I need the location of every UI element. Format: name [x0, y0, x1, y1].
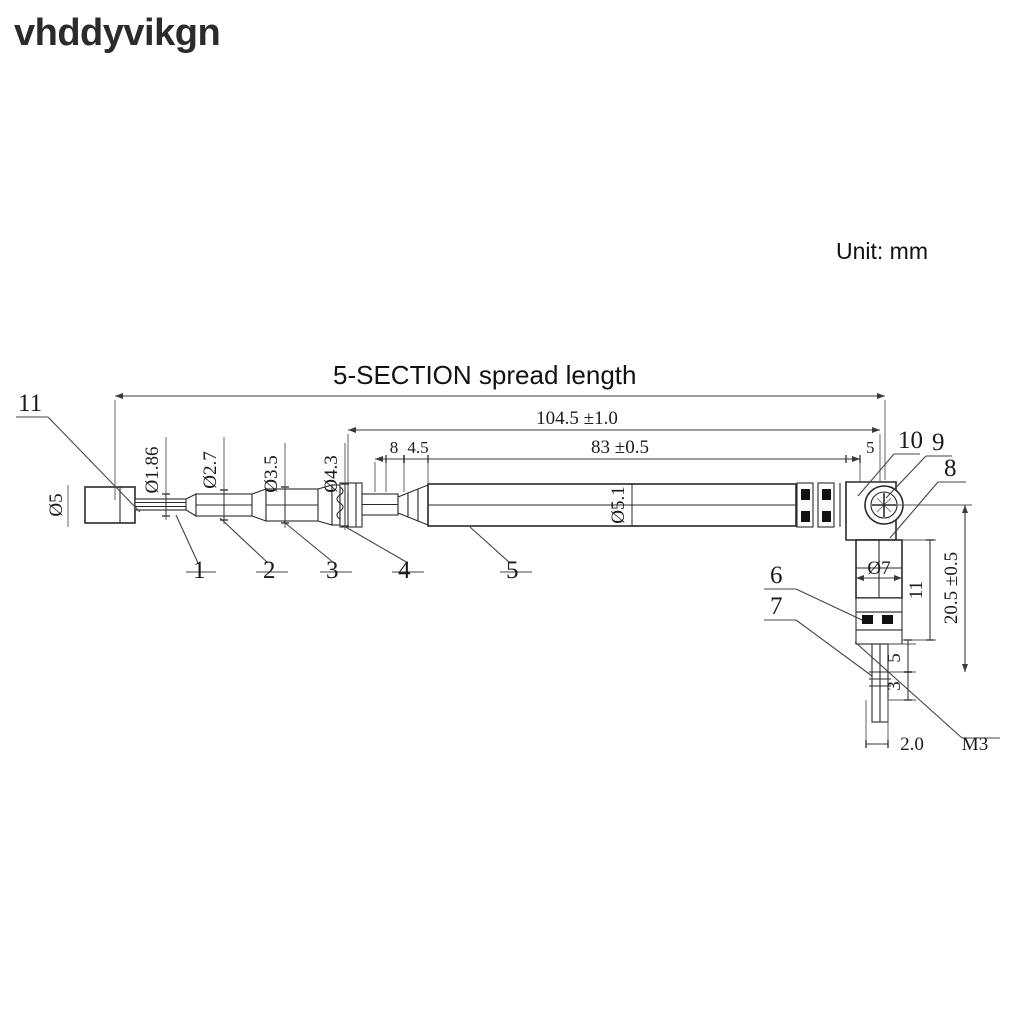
callout-6-label: 6	[770, 562, 783, 589]
dim-5-vertical-label: 5	[884, 653, 905, 663]
cone-step-2	[407, 488, 419, 522]
note-m3: M3	[854, 641, 1000, 755]
watermark-text: vhddyvikgn	[14, 12, 221, 54]
taper-1-2	[185, 493, 197, 517]
callout-8-label: 8	[944, 455, 957, 482]
callout-7-label: 7	[770, 593, 783, 620]
collar-sleeve	[339, 482, 363, 528]
base-flange	[855, 629, 903, 645]
diameter-1-86-label: Ø1.86	[142, 447, 163, 494]
m3-label: M3	[962, 734, 988, 755]
callout-group: 1 2 3 4 5 6 7	[16, 390, 966, 677]
callout-10-label: 10	[898, 427, 923, 454]
callout-11-label: 11	[18, 390, 42, 417]
dim-vertical-group: 11 5 3 20.5 ±0.5 2.0	[865, 504, 972, 755]
dim-104-5: 104.5 ±1.0	[347, 408, 881, 492]
taper-2-3	[251, 488, 267, 522]
knurl-band	[796, 482, 835, 528]
dim-spread-length	[114, 393, 886, 500]
dim-8-and-4-5: 8 4.5	[385, 438, 429, 492]
dim-5-label: 5	[866, 438, 875, 457]
callout-2-label: 2	[263, 557, 276, 584]
dim-5-horizontal: 5	[845, 438, 875, 463]
diameter-4-3-label: Ø4.3	[321, 455, 342, 492]
dim-8-label: 8	[390, 438, 399, 457]
dim-104-5-label: 104.5 ±1.0	[536, 408, 618, 429]
callout-9-label: 9	[932, 429, 945, 456]
thread-marks	[869, 671, 891, 687]
callout-4-label: 4	[398, 557, 411, 584]
diameter-5-1-label: Ø5.1	[608, 486, 629, 523]
phillips-cross-detail	[876, 497, 892, 513]
unit-label: Unit: mm	[836, 238, 928, 264]
dim-4-5-label: 4.5	[407, 438, 428, 457]
diameter-labels: Ø5 Ø1.86 Ø2.7 Ø3.5 Ø4.3 Ø5.1 Ø7	[46, 437, 902, 581]
drawing-title: 5-SECTION spread length	[333, 360, 637, 390]
end-cap-body	[84, 486, 136, 524]
diameter-3-5-label: Ø3.5	[261, 455, 282, 492]
dim-83-label: 83 ±0.5	[591, 437, 649, 458]
cone-step-1	[397, 492, 409, 518]
dim-83: 83 ±0.5	[374, 437, 861, 492]
callout-3-label: 3	[326, 557, 339, 584]
diameter-5-label: Ø5	[46, 493, 67, 516]
diameter-2-7-label: Ø2.7	[200, 451, 221, 488]
callout-5-label: 5	[506, 557, 519, 584]
dim-11-label: 11	[906, 581, 927, 599]
cone-step-3	[417, 484, 429, 526]
base-knurl-band	[855, 611, 903, 631]
callout-1-label: 1	[193, 557, 206, 584]
base-lower-collar	[855, 597, 903, 613]
antenna-geometry	[84, 481, 904, 723]
dim-3-vertical-label: 3	[884, 681, 905, 691]
dim-20-5-label: 20.5 ±0.5	[941, 552, 962, 624]
diameter-7-label: Ø7	[867, 558, 890, 579]
dim-2-0-label: 2.0	[900, 734, 924, 755]
